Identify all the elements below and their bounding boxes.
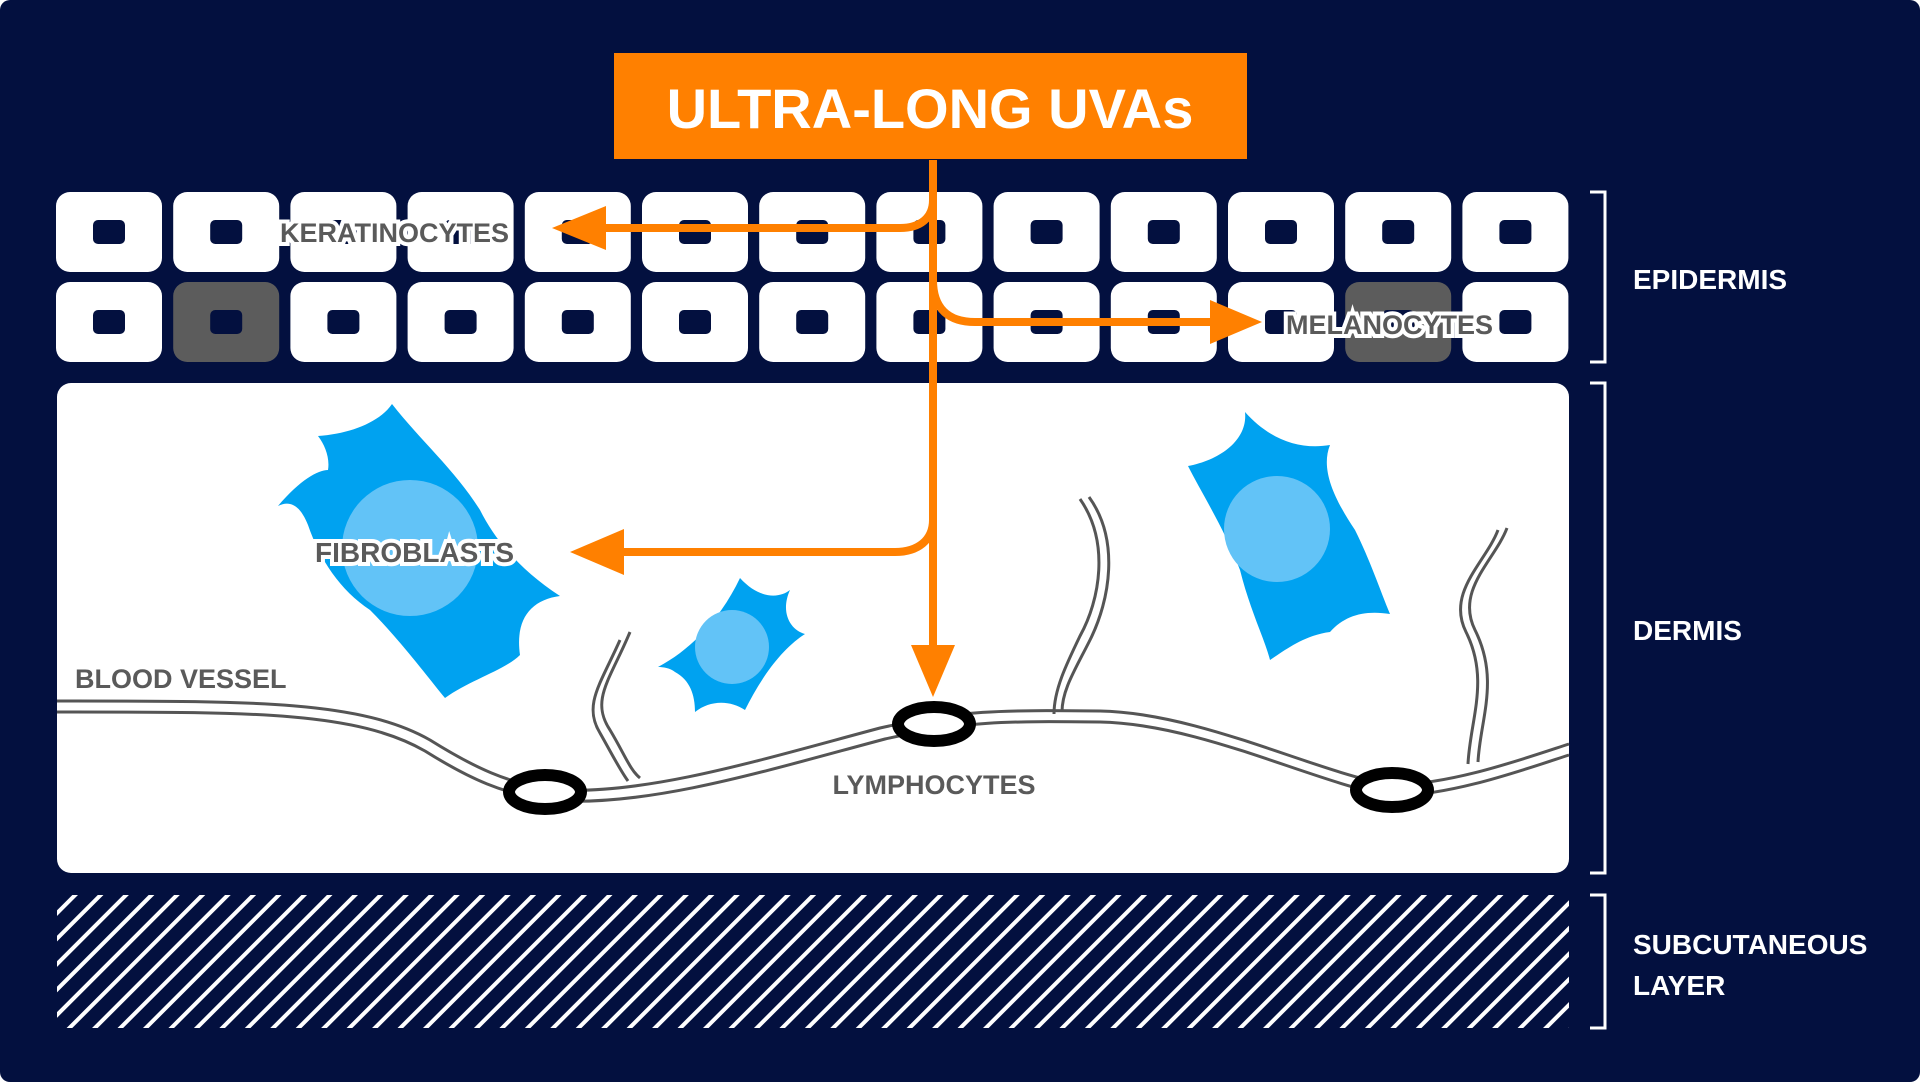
- lymphocyte-3: [1350, 767, 1434, 813]
- diagram-title: ULTRA-LONG UVAs: [667, 77, 1194, 140]
- cell-nucleus: [1265, 310, 1297, 334]
- arrow-heads: [552, 206, 1262, 697]
- cell-nucleus: [210, 220, 243, 244]
- nerve-strands: [591, 496, 1509, 782]
- cell-nucleus: [796, 310, 829, 334]
- fibroblast-nucleus-large: [342, 480, 478, 616]
- cell-nucleus: [1499, 310, 1532, 334]
- layer-label-subcutaneous-line1: SUBCUTANEOUS: [1633, 929, 1867, 960]
- fibroblast-nucleus-right: [1224, 476, 1330, 582]
- fibroblast-nucleus-small: [695, 610, 769, 684]
- bracket-epidermis: [1590, 190, 1607, 364]
- lymphocyte-2: [892, 701, 976, 747]
- uv-arrows: [590, 160, 1224, 658]
- cell-nucleus: [1147, 220, 1180, 244]
- cell-nucleus: [561, 310, 594, 334]
- title-box: [614, 53, 1247, 159]
- cell-nucleus: [93, 220, 125, 244]
- subcutaneous-panel: [57, 895, 1569, 1028]
- layer-brackets: [1590, 190, 1607, 1030]
- lymphocytes: [503, 701, 1434, 815]
- cell-nucleus: [93, 310, 125, 334]
- label-fibroblasts: FIBROBLASTS: [315, 537, 514, 568]
- cell-nucleus: [679, 310, 711, 334]
- bracket-subcutaneous: [1590, 893, 1607, 1030]
- arrow-to-melanocytes: [929, 279, 1224, 326]
- fibroblast-cell-right: [1188, 412, 1390, 660]
- fibroblast-cell-large: [278, 404, 560, 698]
- arrowhead-lymphocytes: [911, 645, 955, 697]
- cell-nucleus: [1030, 220, 1063, 244]
- cell-nucleus: [327, 220, 360, 244]
- epidermis-cells-lower: [56, 282, 1569, 362]
- arrowhead-fibroblasts: [570, 529, 624, 575]
- label-melanocytes: MELANOCYTES: [1286, 310, 1493, 340]
- arrow-to-fibroblasts: [610, 519, 937, 556]
- dermis-panel: [57, 383, 1569, 873]
- label-keratinocytes: KERATINOCYTES: [280, 218, 509, 248]
- cell-nucleus: [1499, 220, 1532, 244]
- cell-nucleus: [1265, 220, 1297, 244]
- cell-nucleus: [1382, 310, 1415, 334]
- layer-label-epidermis: EPIDERMIS: [1633, 264, 1787, 295]
- cell-nucleus: [444, 310, 477, 334]
- arrowhead-keratinocytes: [552, 206, 606, 250]
- label-blood-vessel: BLOOD VESSEL: [75, 664, 287, 694]
- cell-nucleus: [327, 310, 360, 334]
- layer-label-subcutaneous-line2: LAYER: [1633, 970, 1725, 1001]
- arrow-to-keratinocytes: [590, 160, 937, 232]
- lymphocyte-1: [503, 769, 587, 815]
- arrowhead-melanocytes: [1210, 300, 1262, 344]
- layer-label-dermis: DERMIS: [1633, 615, 1742, 646]
- cell-nucleus: [1382, 220, 1415, 244]
- fibroblast-cell-small: [658, 578, 805, 712]
- cell-nucleus: [210, 310, 243, 334]
- cell-nucleus: [444, 220, 477, 244]
- label-lymphocytes: LYMPHOCYTES: [832, 770, 1035, 800]
- bracket-dermis: [1590, 381, 1607, 875]
